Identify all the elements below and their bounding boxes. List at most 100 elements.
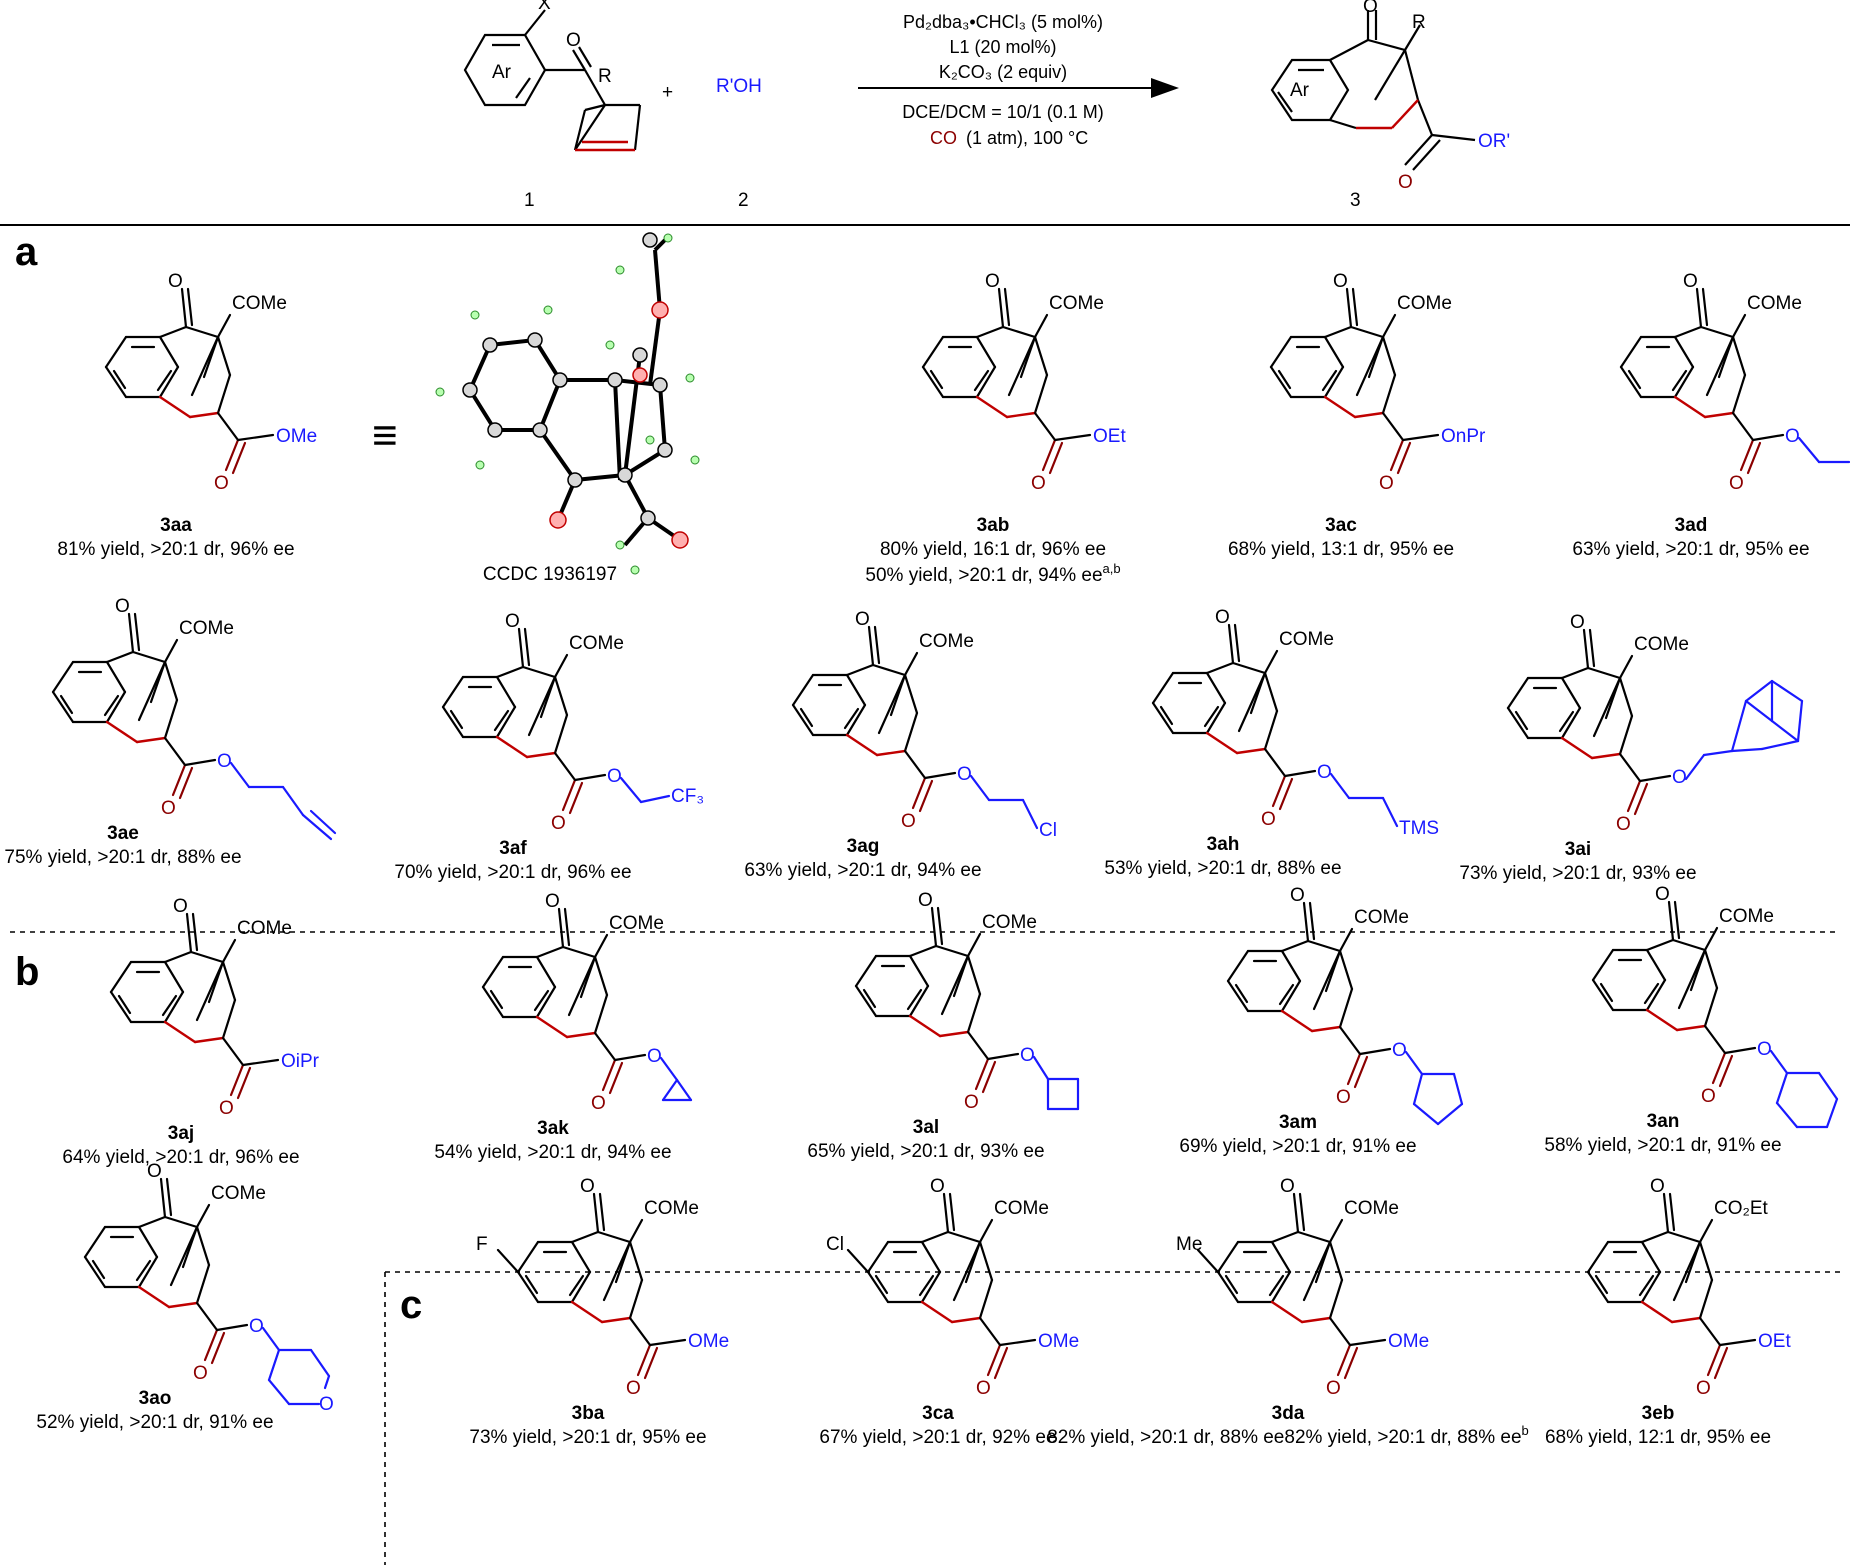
ester-group-label: Cl bbox=[1039, 820, 1057, 841]
compound-yield-3ab: 80% yield, 16:1 dr, 96% ee bbox=[880, 539, 1106, 560]
ester-carbonyl-oxygen-label: O bbox=[1031, 473, 1046, 494]
ring-oxygen-label: O bbox=[319, 1394, 334, 1415]
ketone-oxygen-label: O bbox=[1290, 885, 1305, 906]
ester-carbonyl-oxygen-label: O bbox=[1326, 1378, 1341, 1399]
compound-yield-3ba: 73% yield, >20:1 dr, 95% ee bbox=[469, 1427, 706, 1448]
ester-carbonyl-oxygen-label: O bbox=[976, 1378, 991, 1399]
acyl-group-label: COMe bbox=[232, 293, 287, 314]
ketone-oxygen-label: O bbox=[168, 271, 183, 292]
ketone-oxygen-label: O bbox=[1650, 1176, 1665, 1197]
acyl-group-label: COMe bbox=[179, 618, 234, 639]
compound-yield-3an: 58% yield, >20:1 dr, 91% ee bbox=[1544, 1135, 1781, 1156]
product-o-label: O bbox=[1363, 0, 1378, 17]
acyl-group-label: COMe bbox=[1279, 629, 1334, 650]
reactant-r-label: R bbox=[598, 66, 612, 87]
ester-group-label: OMe bbox=[276, 426, 317, 447]
acyl-group-label: COMe bbox=[1354, 907, 1409, 928]
ester-oxygen-label: O bbox=[217, 751, 232, 772]
ester-carbonyl-oxygen-label: O bbox=[1701, 1086, 1716, 1107]
ester-carbonyl-oxygen-label: O bbox=[161, 798, 176, 819]
ketone-oxygen-label: O bbox=[930, 1176, 945, 1197]
acyl-group-label: COMe bbox=[644, 1198, 699, 1219]
structure-3ad: OCOMeOOPh bbox=[1619, 271, 1850, 494]
ketone-oxygen-label: O bbox=[147, 1161, 162, 1182]
ester-oxygen-label: O bbox=[1020, 1045, 1035, 1066]
product-3-number: 3 bbox=[1350, 190, 1361, 211]
compound-yield-3af: 70% yield, >20:1 dr, 96% ee bbox=[394, 862, 631, 883]
compound-yield-3am: 69% yield, >20:1 dr, 91% ee bbox=[1179, 1136, 1416, 1157]
acyl-group-label: COMe bbox=[1747, 293, 1802, 314]
product-or-label: OR' bbox=[1478, 131, 1510, 152]
acyl-group-label: COMe bbox=[1719, 906, 1774, 927]
condition-ligand: L1 (20 mol%) bbox=[949, 37, 1056, 57]
compound-id-3ab: 3ab bbox=[977, 515, 1010, 536]
acyl-group-label: COMe bbox=[1634, 634, 1689, 655]
compound-yield-3al: 65% yield, >20:1 dr, 93% ee bbox=[807, 1141, 1044, 1162]
ester-oxygen-label: O bbox=[607, 766, 622, 787]
ketone-oxygen-label: O bbox=[1333, 271, 1348, 292]
ester-oxygen-label: O bbox=[249, 1316, 264, 1337]
reactant-ar-label: Ar bbox=[492, 62, 512, 83]
compound-id-3ao: 3ao bbox=[139, 1388, 172, 1409]
ketone-oxygen-label: O bbox=[173, 896, 188, 917]
compound-id-3ag: 3ag bbox=[847, 836, 880, 857]
ketone-oxygen-label: O bbox=[505, 611, 520, 632]
compound-id-3ba: 3ba bbox=[572, 1403, 605, 1424]
aryl-substituent-label: Cl bbox=[826, 1234, 844, 1255]
section-label-a: a bbox=[15, 230, 38, 274]
ester-group-label: OMe bbox=[1038, 1331, 1079, 1352]
ester-carbonyl-oxygen-label: O bbox=[219, 1098, 234, 1119]
product-3-structure bbox=[1270, 10, 1476, 171]
ester-group-label: OEt bbox=[1758, 1331, 1791, 1352]
ketone-oxygen-label: O bbox=[580, 1176, 595, 1197]
compound-id-3ca: 3ca bbox=[922, 1403, 954, 1424]
product-r-label: R bbox=[1412, 12, 1426, 33]
compound-yield-3ao: 52% yield, >20:1 dr, 91% ee bbox=[36, 1412, 273, 1433]
acyl-group-label: COMe bbox=[1049, 293, 1104, 314]
ester-group-label: OMe bbox=[1388, 1331, 1429, 1352]
ester-carbonyl-oxygen-label: O bbox=[1696, 1378, 1711, 1399]
ester-carbonyl-oxygen-label: O bbox=[1729, 473, 1744, 494]
ester-oxygen-label: O bbox=[957, 764, 972, 785]
compound-id-3ac: 3ac bbox=[1325, 515, 1357, 536]
ester-oxygen-label: O bbox=[1672, 767, 1687, 788]
acyl-group-label: COMe bbox=[1397, 293, 1452, 314]
compound-id-3aa: 3aa bbox=[160, 515, 192, 536]
ester-group-label: OMe bbox=[688, 1331, 729, 1352]
ester-carbonyl-oxygen-label: O bbox=[591, 1093, 606, 1114]
ketone-oxygen-label: O bbox=[855, 609, 870, 630]
compound-yield-3aj: 64% yield, >20:1 dr, 96% ee bbox=[62, 1147, 299, 1168]
ester-group-label: OiPr bbox=[281, 1051, 320, 1072]
reactant-x-label: X bbox=[538, 0, 551, 14]
acyl-group-label: COMe bbox=[1344, 1198, 1399, 1219]
compound-id-3da: 3da bbox=[1272, 1403, 1305, 1424]
compound-id-3ak: 3ak bbox=[537, 1118, 569, 1139]
compound-yield-3ak: 54% yield, >20:1 dr, 94% ee bbox=[434, 1142, 671, 1163]
ketone-oxygen-label: O bbox=[1215, 607, 1230, 628]
acyl-group-label: COMe bbox=[609, 913, 664, 934]
xray-ccdc-caption: CCDC 1936197 bbox=[483, 564, 617, 585]
reagent-2-number: 2 bbox=[738, 190, 749, 211]
condition-solvent: DCE/DCM = 10/1 (0.1 M) bbox=[902, 102, 1104, 122]
compound-3ad: OCOMeOOPh3ad63% yield, >20:1 dr, 95% ee bbox=[1572, 271, 1850, 560]
plus-sign: + bbox=[662, 82, 673, 103]
